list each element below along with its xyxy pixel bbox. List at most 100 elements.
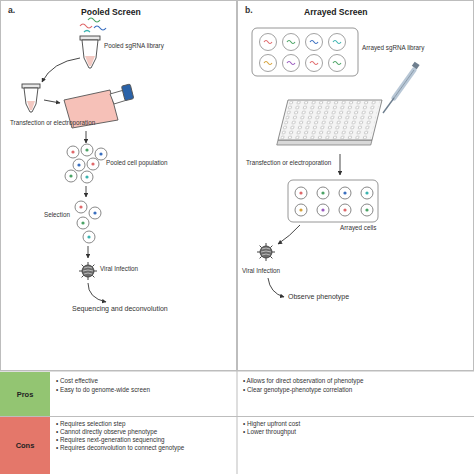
table-cell: • Requires deconvolution to connect geno… [56,445,184,452]
pooled-cells [77,163,80,166]
sgrna-plate [306,34,323,51]
step-label: Observe phenotype [288,293,349,301]
selected-cells [77,217,89,229]
sgrna-plate [333,41,341,44]
sgrna-plate [287,41,295,44]
step-label: Pooled cell population [106,160,168,167]
pooled-cells [81,144,93,156]
selected-cells [81,221,84,224]
pooled-cells [69,174,72,177]
well-plate [278,100,382,140]
sgrna-mix [88,18,100,22]
flow-arrow [86,131,87,143]
well-plate [277,100,382,145]
arrayed-cells [295,187,307,199]
table-cell: • Easy to do genome-wide screen [56,387,150,394]
flow-arrow [86,186,87,197]
arrayed-cells [361,187,373,199]
arrayed-cells [299,208,302,211]
table-grid [237,371,238,474]
table-cell: • Clear genotype-phenotype correlation [243,387,352,394]
pooled-cells [87,158,99,170]
table-grid [0,371,474,474]
step-label: Arrayed sgRNA library [362,45,424,52]
sgrna-plate [260,34,346,72]
cons-cell: Cons [0,417,50,474]
pooled-cells [95,148,107,160]
flow-arrow [268,278,284,297]
pooled-cells [73,159,85,171]
step-label: Viral Infection [242,268,280,275]
sgrna-plate [264,62,272,65]
table-cell: • Lower throughput [243,429,296,436]
selected-cells [93,211,96,214]
selected-cells [75,201,87,213]
node-heading: Arrayed Screen [304,7,368,17]
well-plate [277,140,372,145]
step-label: Selection [44,212,70,219]
tube-icon [85,56,95,66]
selected-cells [87,235,90,238]
sgrna-mix [80,18,106,32]
table-cell: • Cost effective [56,378,98,385]
well-plate [277,100,382,145]
sgrna-plate [252,28,358,76]
well-plate [280,100,380,140]
tube-icon [22,84,40,112]
selected-cells [83,231,95,243]
tube-icon [82,40,98,68]
pooled-cells [67,146,79,158]
step-label: Pooled sgRNA library [104,43,164,50]
pooled-cells [65,170,77,182]
table-cell: • Requires selection step [56,421,125,428]
pooled-cells [81,171,93,183]
arrayed-cells [317,204,329,216]
arrayed-cells [365,208,368,211]
tube-icon [80,36,100,68]
sgrna-plate [329,55,346,72]
sgrna-plate [260,34,277,51]
sgrna-plate [283,34,300,51]
arrayed-cells [339,187,351,199]
arrayed-cells [321,191,324,194]
tube-icon [27,101,35,110]
arrayed-cells [321,208,324,211]
tube-icon [24,88,38,112]
sgrna-plate [283,55,300,72]
pooled-cells [91,162,94,165]
node-heading: Pros [17,390,34,399]
step-label: Transfection or electroporation [10,120,95,127]
sgrna-plate [264,41,272,44]
table-cell: • Higher upfront cost [243,421,300,428]
pooled-cells [99,152,102,155]
screen-panel: Arrayed Screen [237,0,474,371]
node-heading: Cons [16,441,35,450]
sgrna-plate [306,55,323,72]
selected-cells [89,207,101,219]
pros-cell: Pros [0,372,50,416]
sgrna-mix [94,26,106,30]
arrayed-cells [295,204,307,216]
sgrna-plate [310,62,318,65]
arrayed-cells [339,204,351,216]
flow-arrow [42,58,80,82]
pooled-cells [85,175,88,178]
arrayed-cells [299,191,302,194]
selected-cells [75,201,101,243]
tube-icon [80,36,100,40]
screen-panel: Pooled Screen [0,0,237,371]
pipette-icon [394,70,414,98]
pipette-icon [383,62,420,113]
sgrna-plate [333,62,341,65]
flow-arrow [88,246,89,258]
pooled-cells [85,148,88,151]
tube-icon [22,84,40,88]
virus-icon [257,243,275,261]
pooled-cells [65,144,107,183]
table-cell: • Cannot directly observe phenotype [56,429,157,436]
arrayed-cells [317,187,329,199]
arrayed-cells [288,180,378,222]
table-cell: • Allows for direct observation of pheno… [243,378,364,385]
sgrna-plate [287,62,295,65]
